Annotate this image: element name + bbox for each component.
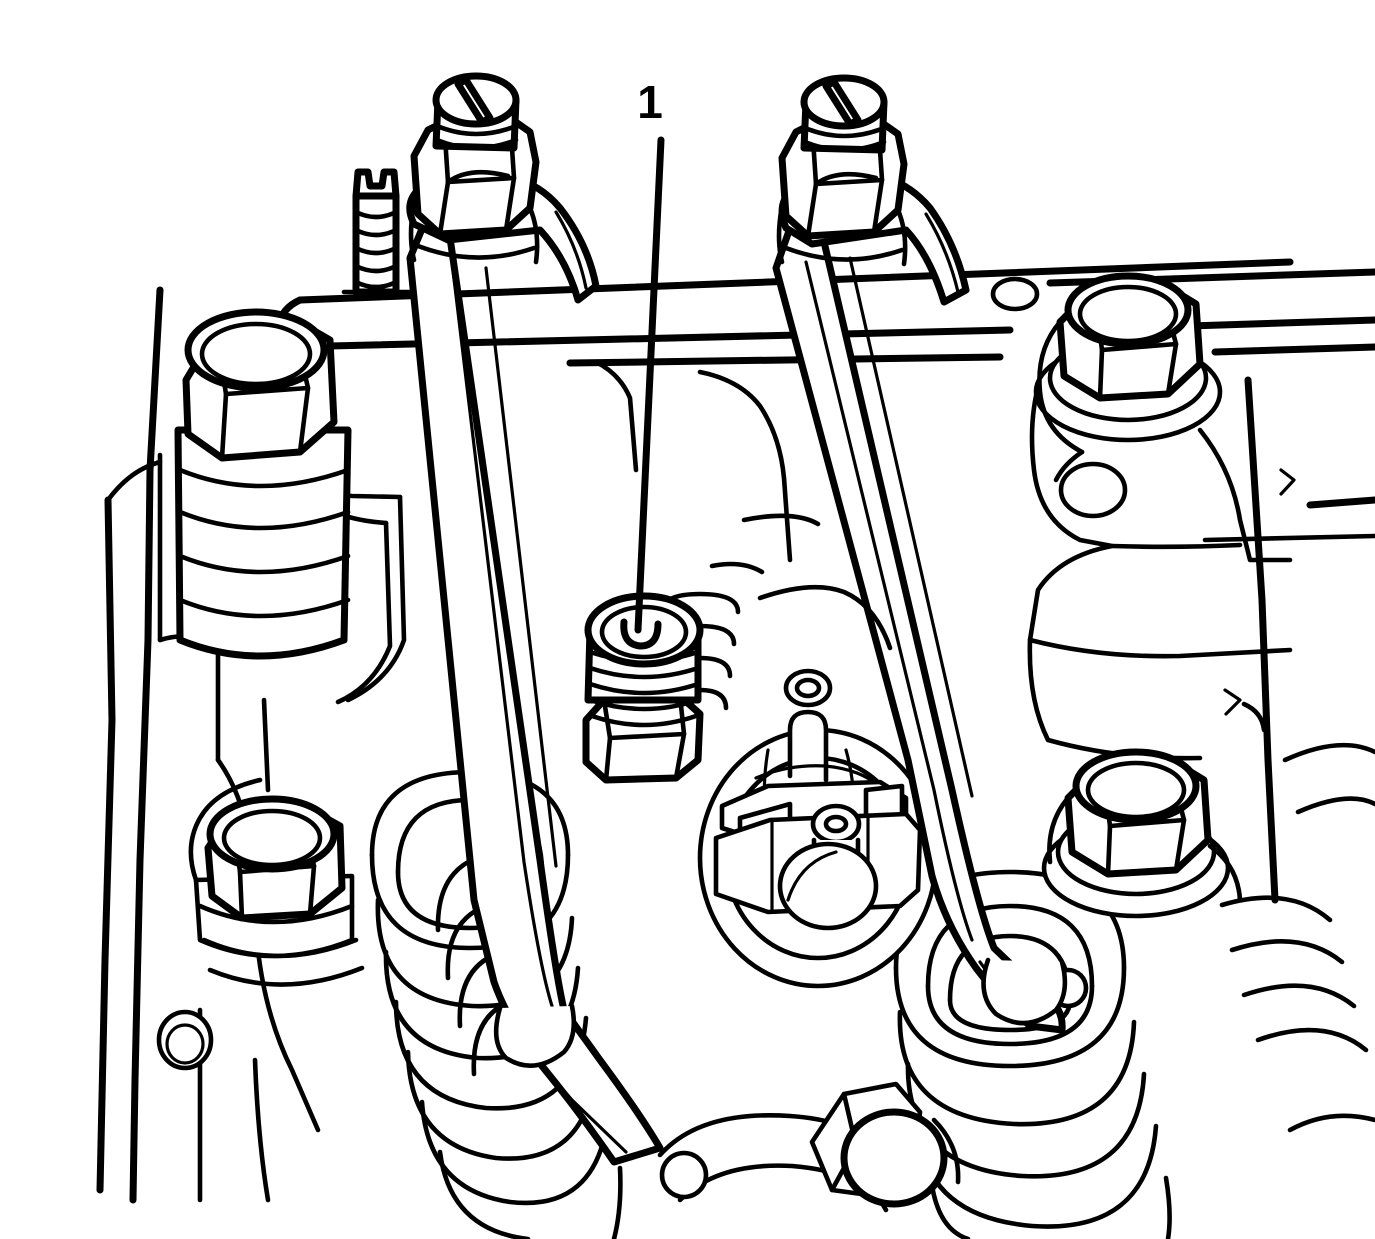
rocker-shaft-collar-left	[174, 426, 352, 660]
adjusting-screw-right-slot	[822, 78, 862, 128]
threaded-stud-body	[352, 192, 400, 296]
callout-1-leader-line	[634, 136, 665, 634]
valve-keeper-retainer	[697, 668, 939, 989]
adjusting-screw-left-slot	[454, 76, 494, 126]
callout-1-label: 1	[637, 76, 663, 128]
rocker-shaft-nut-right-lower	[1041, 748, 1243, 919]
threaded-stud-slotted-top	[352, 168, 400, 200]
rocker-shaft-nut-lower-left	[188, 777, 365, 987]
callout-1-group: 1	[634, 76, 665, 634]
oil-passage-hole	[990, 276, 1040, 312]
bracket-bolt-hole-upper	[1058, 461, 1128, 519]
adjusting-screw-right	[776, 74, 908, 267]
right-upper-nut-bore-inner	[1077, 284, 1179, 344]
port-hole-bottom	[659, 1150, 709, 1200]
rocker-shaft-nut-bore-left-inner	[199, 321, 313, 387]
right-lower-nut-bore-inner	[1085, 760, 1187, 820]
rocker-shaft-nut-right-upper	[1033, 272, 1223, 483]
valve-lash-adjusting-screw	[582, 592, 704, 784]
lower-left-nut-bore-inner	[221, 808, 323, 868]
valve-spring-far-right	[1219, 742, 1375, 1133]
support-bracket	[1027, 377, 1375, 761]
adjusting-screw-crown-inner	[599, 604, 689, 660]
keeper-boss-lower-inner	[823, 814, 849, 834]
rocker-arm-right-body	[772, 212, 1066, 1034]
hex-nut-bottom	[809, 1081, 961, 1208]
keeper-boss-upper-inner	[794, 677, 822, 699]
keeper-lower-ring	[777, 841, 879, 931]
rocker-shaft-nut-left	[174, 308, 352, 660]
valve-spring-assembly	[369, 591, 1375, 1239]
bottom-nut-bore	[840, 1108, 948, 1208]
adjusting-screw-left	[408, 72, 540, 265]
cylinder-head-centre-boss	[593, 359, 893, 651]
threaded-stud	[341, 168, 413, 296]
oil-drain-hole-inner	[165, 1023, 205, 1065]
